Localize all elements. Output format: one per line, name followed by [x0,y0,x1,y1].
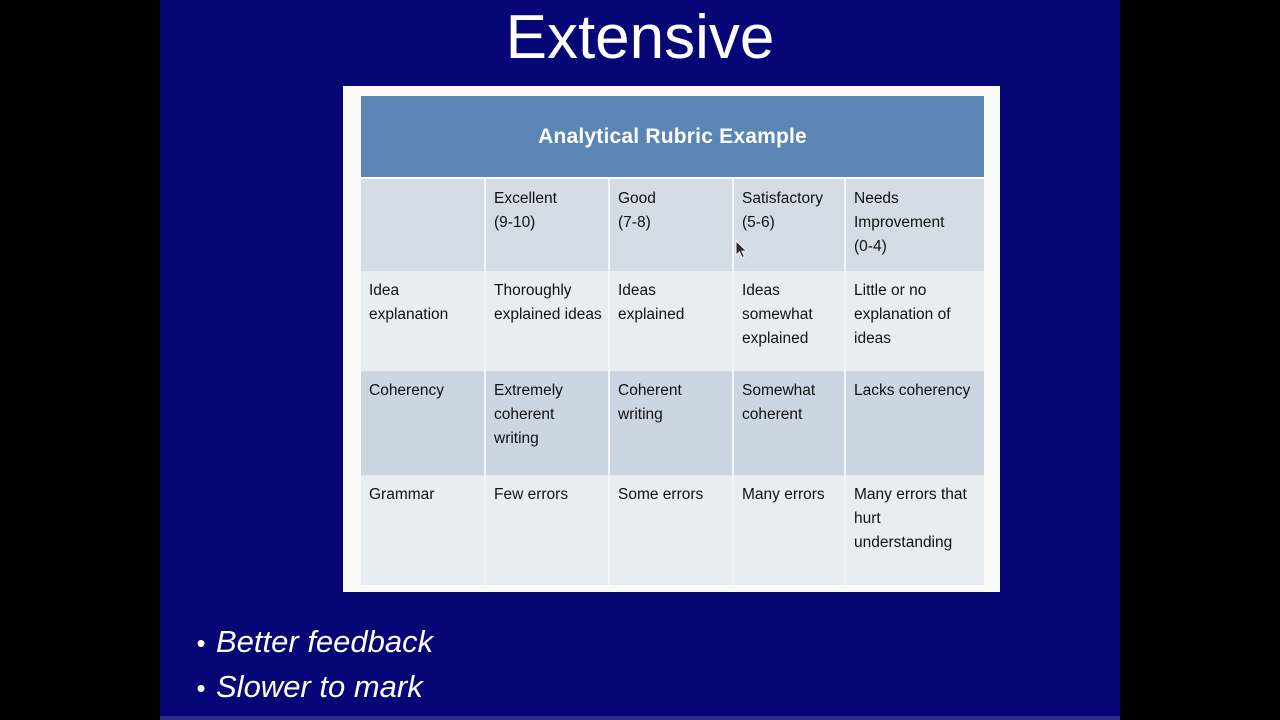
column-header-excellent-range: (9-10) [494,214,536,232]
bullet-dot-icon: • [196,628,206,658]
column-header-good-range: (7-8) [618,214,651,232]
column-header-good: Good (7-8) [609,178,734,271]
analytical-rubric-table: Analytical Rubric Example Excellent (9-1… [361,96,985,585]
row-excellent: Few errors [485,474,610,585]
presentation-slide: Extensive Analytical Rubric Example Exce… [160,0,1120,720]
column-header-excellent-label: Excellent [494,190,557,208]
row-criterion: Idea explanation [361,270,486,372]
rubric-banner-title: Analytical Rubric Example [361,96,985,180]
row-good: Ideas explained [609,270,734,372]
slide-bottom-edge [160,716,1120,720]
row-needs-improvement: Lacks coherency [845,371,985,475]
list-item: • Better feedback [186,620,886,665]
row-needs-improvement: Little or no explanation of ideas [845,270,985,372]
column-header-needs-improvement-label: Needs Improvement [854,190,945,232]
row-criterion: Coherency [361,371,486,475]
list-item: • Slower to mark [186,665,886,710]
rubric-banner-row: Analytical Rubric Example [361,96,985,180]
bullet-list: • Better feedback • Slower to mark [186,620,886,710]
column-header-good-label: Good [618,190,656,208]
column-header-criterion [361,178,486,271]
row-satisfactory: Many errors [733,474,846,585]
row-satisfactory: Ideas somewhat explained [733,270,846,372]
table-row: Idea explanation Thoroughly explained id… [361,270,985,372]
list-item-label: Slower to mark [216,669,423,704]
row-good: Coherent writing [609,371,734,475]
column-header-needs-improvement-range: (0-4) [854,238,887,256]
column-header-satisfactory-label: Satisfactory [742,190,823,208]
list-item-label: Better feedback [216,624,434,659]
column-header-excellent: Excellent (9-10) [485,178,610,271]
column-header-satisfactory-range: (5-6) [742,214,775,232]
column-header-needs-improvement: Needs Improvement (0-4) [845,178,985,271]
row-needs-improvement: Many errors that hurt understanding [845,474,985,585]
column-header-satisfactory: Satisfactory (5-6) [733,178,846,271]
row-excellent: Thoroughly explained ideas [485,270,610,372]
table-row: Coherency Extremely coherent writing Coh… [361,371,985,475]
row-criterion: Grammar [361,474,486,585]
rubric-column-header-row: Excellent (9-10) Good (7-8) Satisfactory… [361,178,985,271]
row-good: Some errors [609,474,734,585]
page-title: Extensive [505,3,775,72]
bullet-dot-icon: • [196,673,206,703]
row-satisfactory: Somewhat coherent [733,371,846,475]
table-row: Grammar Few errors Some errors Many erro… [361,474,985,585]
row-excellent: Extremely coherent writing [485,371,610,475]
